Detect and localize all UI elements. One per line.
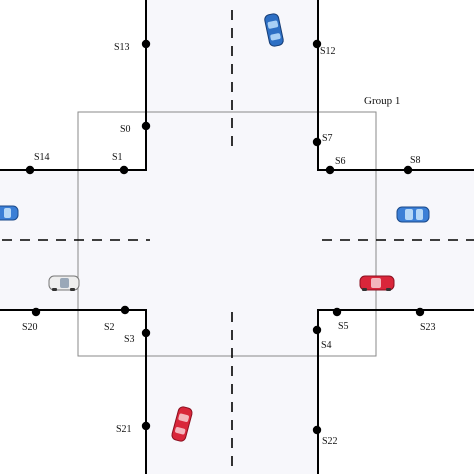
- sensor-label-s14: S14: [34, 152, 50, 163]
- sensor-dot-s4: [312, 325, 322, 335]
- sensor-labels: S13 S12 S0 S7 S14 S1 S6 S8 S20 S2 S3 S5 …: [22, 42, 436, 447]
- sensor-dot-s7: [312, 137, 322, 147]
- curb-north-east: [317, 0, 474, 171]
- sensor-label-s0: S0: [120, 124, 131, 135]
- sensor-label-s23: S23: [420, 322, 436, 333]
- sensor-dots: [25, 39, 425, 435]
- sensor-label-s4: S4: [321, 340, 332, 351]
- curb-north-west: [0, 0, 147, 171]
- sensor-dot-s14: [25, 165, 35, 175]
- sensor-label-s1: S1: [112, 152, 123, 163]
- sensor-label-s8: S8: [410, 155, 421, 166]
- lane-dividers: [2, 10, 474, 470]
- car-icon: [171, 406, 193, 442]
- sensor-label-s12: S12: [320, 46, 336, 57]
- sensor-label-s21: S21: [116, 424, 132, 435]
- sensor-dot-s1: [119, 165, 129, 175]
- group-label: Group 1: [364, 95, 400, 107]
- sensor-dot-s13: [141, 39, 151, 49]
- sensor-dot-s21: [141, 421, 151, 431]
- car-icon: [359, 275, 395, 291]
- sensor-label-s13: S13: [114, 42, 130, 53]
- sensor-label-s22: S22: [322, 436, 338, 447]
- group-box: [77, 111, 377, 357]
- car-icon: [396, 206, 430, 223]
- sensor-dot-s12: [312, 39, 322, 49]
- sensor-dot-s23: [415, 307, 425, 317]
- sensor-label-s6: S6: [335, 156, 346, 167]
- car-icon: [264, 13, 284, 47]
- sensor-label-s2: S2: [104, 322, 115, 333]
- sensor-dot-s2: [120, 305, 130, 315]
- sensor-dot-s3: [141, 328, 151, 338]
- curb-south-east: [317, 309, 474, 474]
- sensor-dot-s5: [332, 307, 342, 317]
- sensor-label-s20: S20: [22, 322, 38, 333]
- sensor-dot-s0: [141, 121, 151, 131]
- sensor-label-s5: S5: [338, 321, 349, 332]
- sensor-label-s7: S7: [322, 133, 333, 144]
- sensor-dot-s8: [403, 165, 413, 175]
- car-icon: [0, 205, 19, 221]
- curb-south-west: [0, 309, 147, 474]
- vehicles: [0, 13, 430, 442]
- sensor-label-s3: S3: [124, 334, 135, 345]
- sensor-dot-s22: [312, 425, 322, 435]
- sensor-dot-s20: [31, 307, 41, 317]
- sensor-dot-s6: [325, 165, 335, 175]
- car-icon: [48, 275, 80, 291]
